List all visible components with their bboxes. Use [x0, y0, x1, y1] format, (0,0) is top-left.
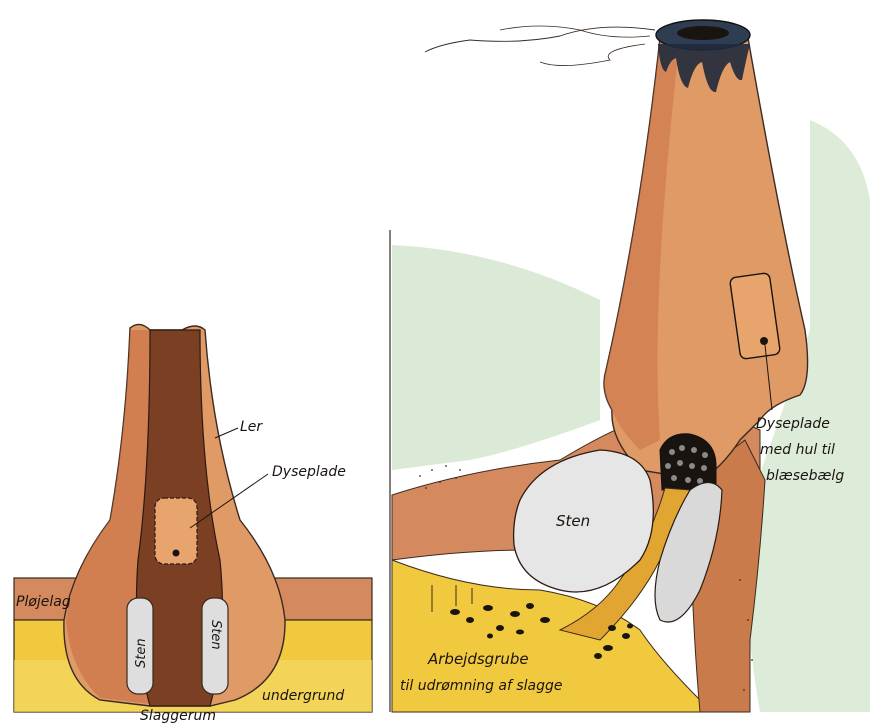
- tower-opening: [677, 26, 729, 40]
- right-landscape: Sten Dyseplade med hul til blæsebælg Arb…: [390, 20, 870, 712]
- label-sten-right-scene: Sten: [556, 512, 590, 530]
- label-undergrund: undergrund: [262, 688, 344, 704]
- grass-wash: [392, 245, 600, 470]
- label-slaggerum: Slaggerum: [140, 708, 216, 723]
- label-dyseplade-left: Dyseplade: [272, 464, 346, 480]
- nozzle-hole: [173, 550, 180, 557]
- label-sten-right: Sten: [208, 620, 223, 650]
- left-cross-section: Ler Dyseplade Pløjelag Sten Sten Slagger…: [14, 324, 372, 723]
- label-sten-left: Sten: [134, 638, 149, 668]
- label-dyseplade-right-3: blæsebælg: [766, 468, 844, 484]
- label-arbejdsgrube-1: Arbejdsgrube: [427, 650, 529, 668]
- tower-nozzle-hole: [760, 337, 768, 345]
- label-arbejdsgrube-2: til udrømning af slagge: [400, 678, 563, 694]
- label-dyseplade-right-2: med hul til: [760, 442, 835, 458]
- label-ler: Ler: [240, 419, 263, 435]
- label-dyseplade-right-1: Dyseplade: [756, 416, 830, 432]
- smoke-line-3: [540, 44, 645, 66]
- label-plojelag: Pløjelag: [16, 594, 71, 610]
